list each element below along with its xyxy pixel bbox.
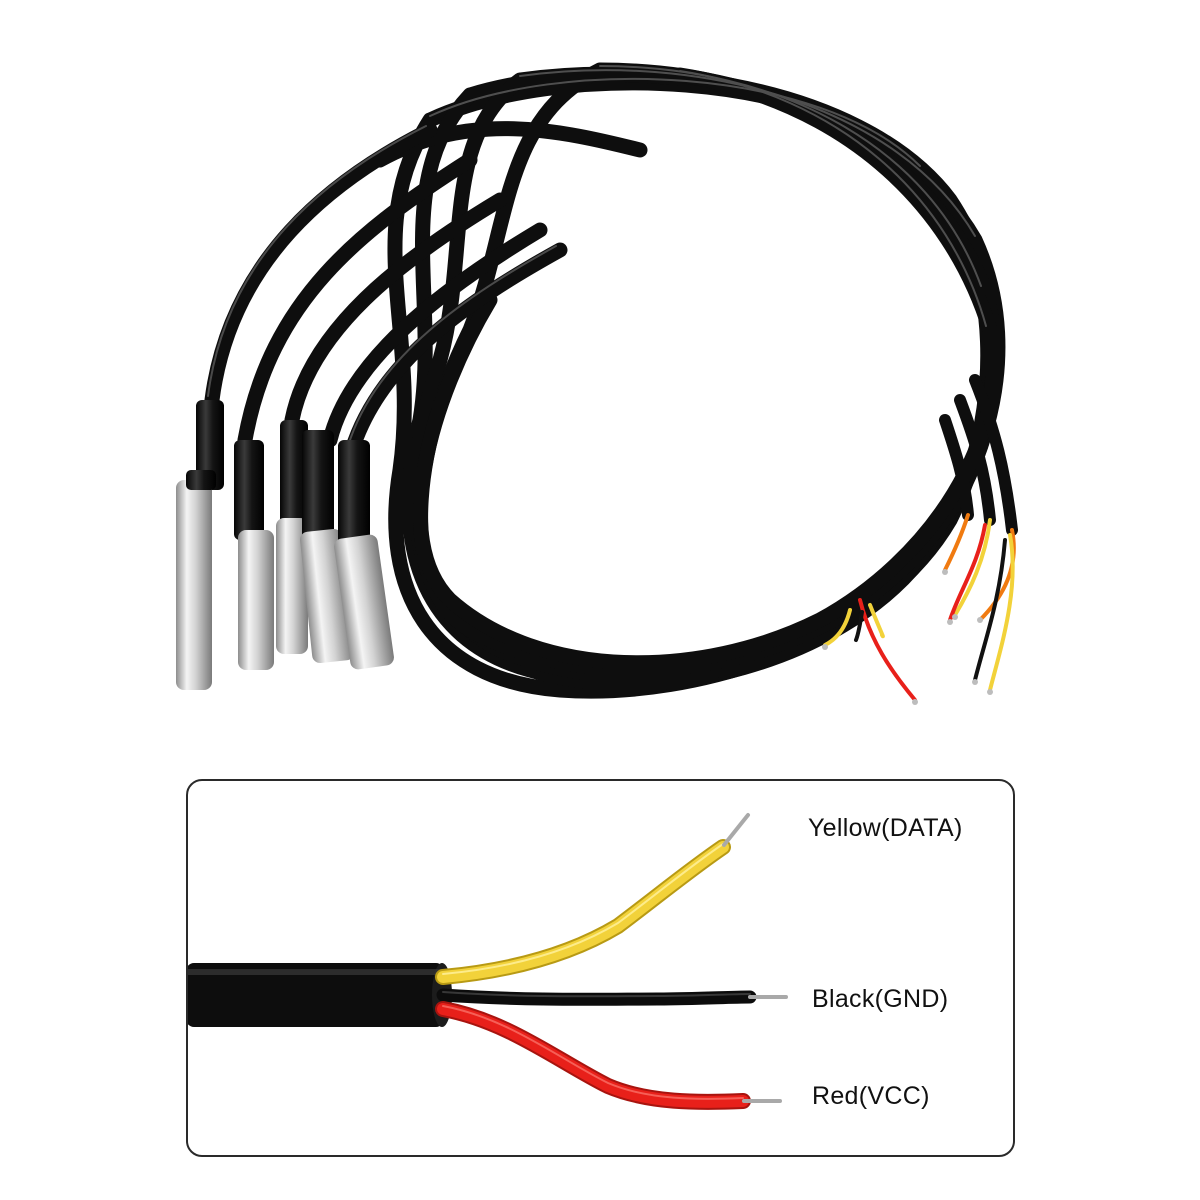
cable-coil [204,62,1018,699]
red-wire [435,1001,782,1110]
yellow-data-label: Yellow(DATA) [808,814,963,842]
cable-jacket [188,963,452,1027]
steel-probes [176,400,394,690]
yellow-wire [435,813,750,985]
sensor-cables-photo [176,62,1018,705]
wire-ends [823,513,1016,702]
black-wire [436,988,788,1006]
red-vcc-label: Red(VCC) [812,1082,930,1110]
wiring-diagram-panel: Yellow(DATA) Black(GND) Red(VCC) [186,779,1015,1157]
wiring-diagram [188,813,788,1110]
black-gnd-label: Black(GND) [812,985,949,1013]
